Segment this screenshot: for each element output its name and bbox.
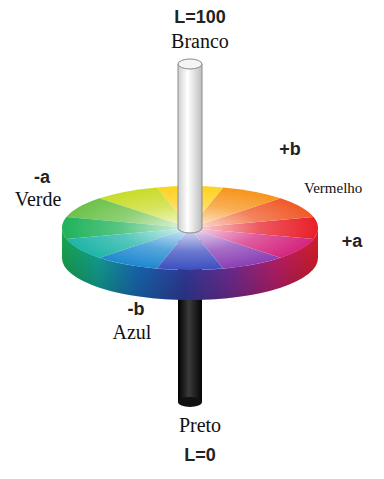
axis-sign: +a: [342, 232, 363, 252]
axis-value: L=100: [174, 8, 226, 28]
color-name: Azul: [113, 321, 152, 343]
color-name: Verde: [15, 188, 62, 210]
axis-value: L=0: [184, 446, 216, 466]
white-cylinder-end: [178, 59, 202, 69]
color-name: Preto: [179, 414, 221, 436]
axis-sign: +b: [279, 140, 301, 160]
color-name: Branco: [171, 30, 229, 52]
color-name: Vermelho: [304, 180, 362, 197]
white-cylinder-body: [178, 64, 202, 233]
black-cylinder-end: [178, 397, 202, 407]
axis-sign: -a: [34, 168, 50, 188]
white-cylinder: [178, 59, 202, 233]
axis-sign: -b: [128, 300, 145, 320]
